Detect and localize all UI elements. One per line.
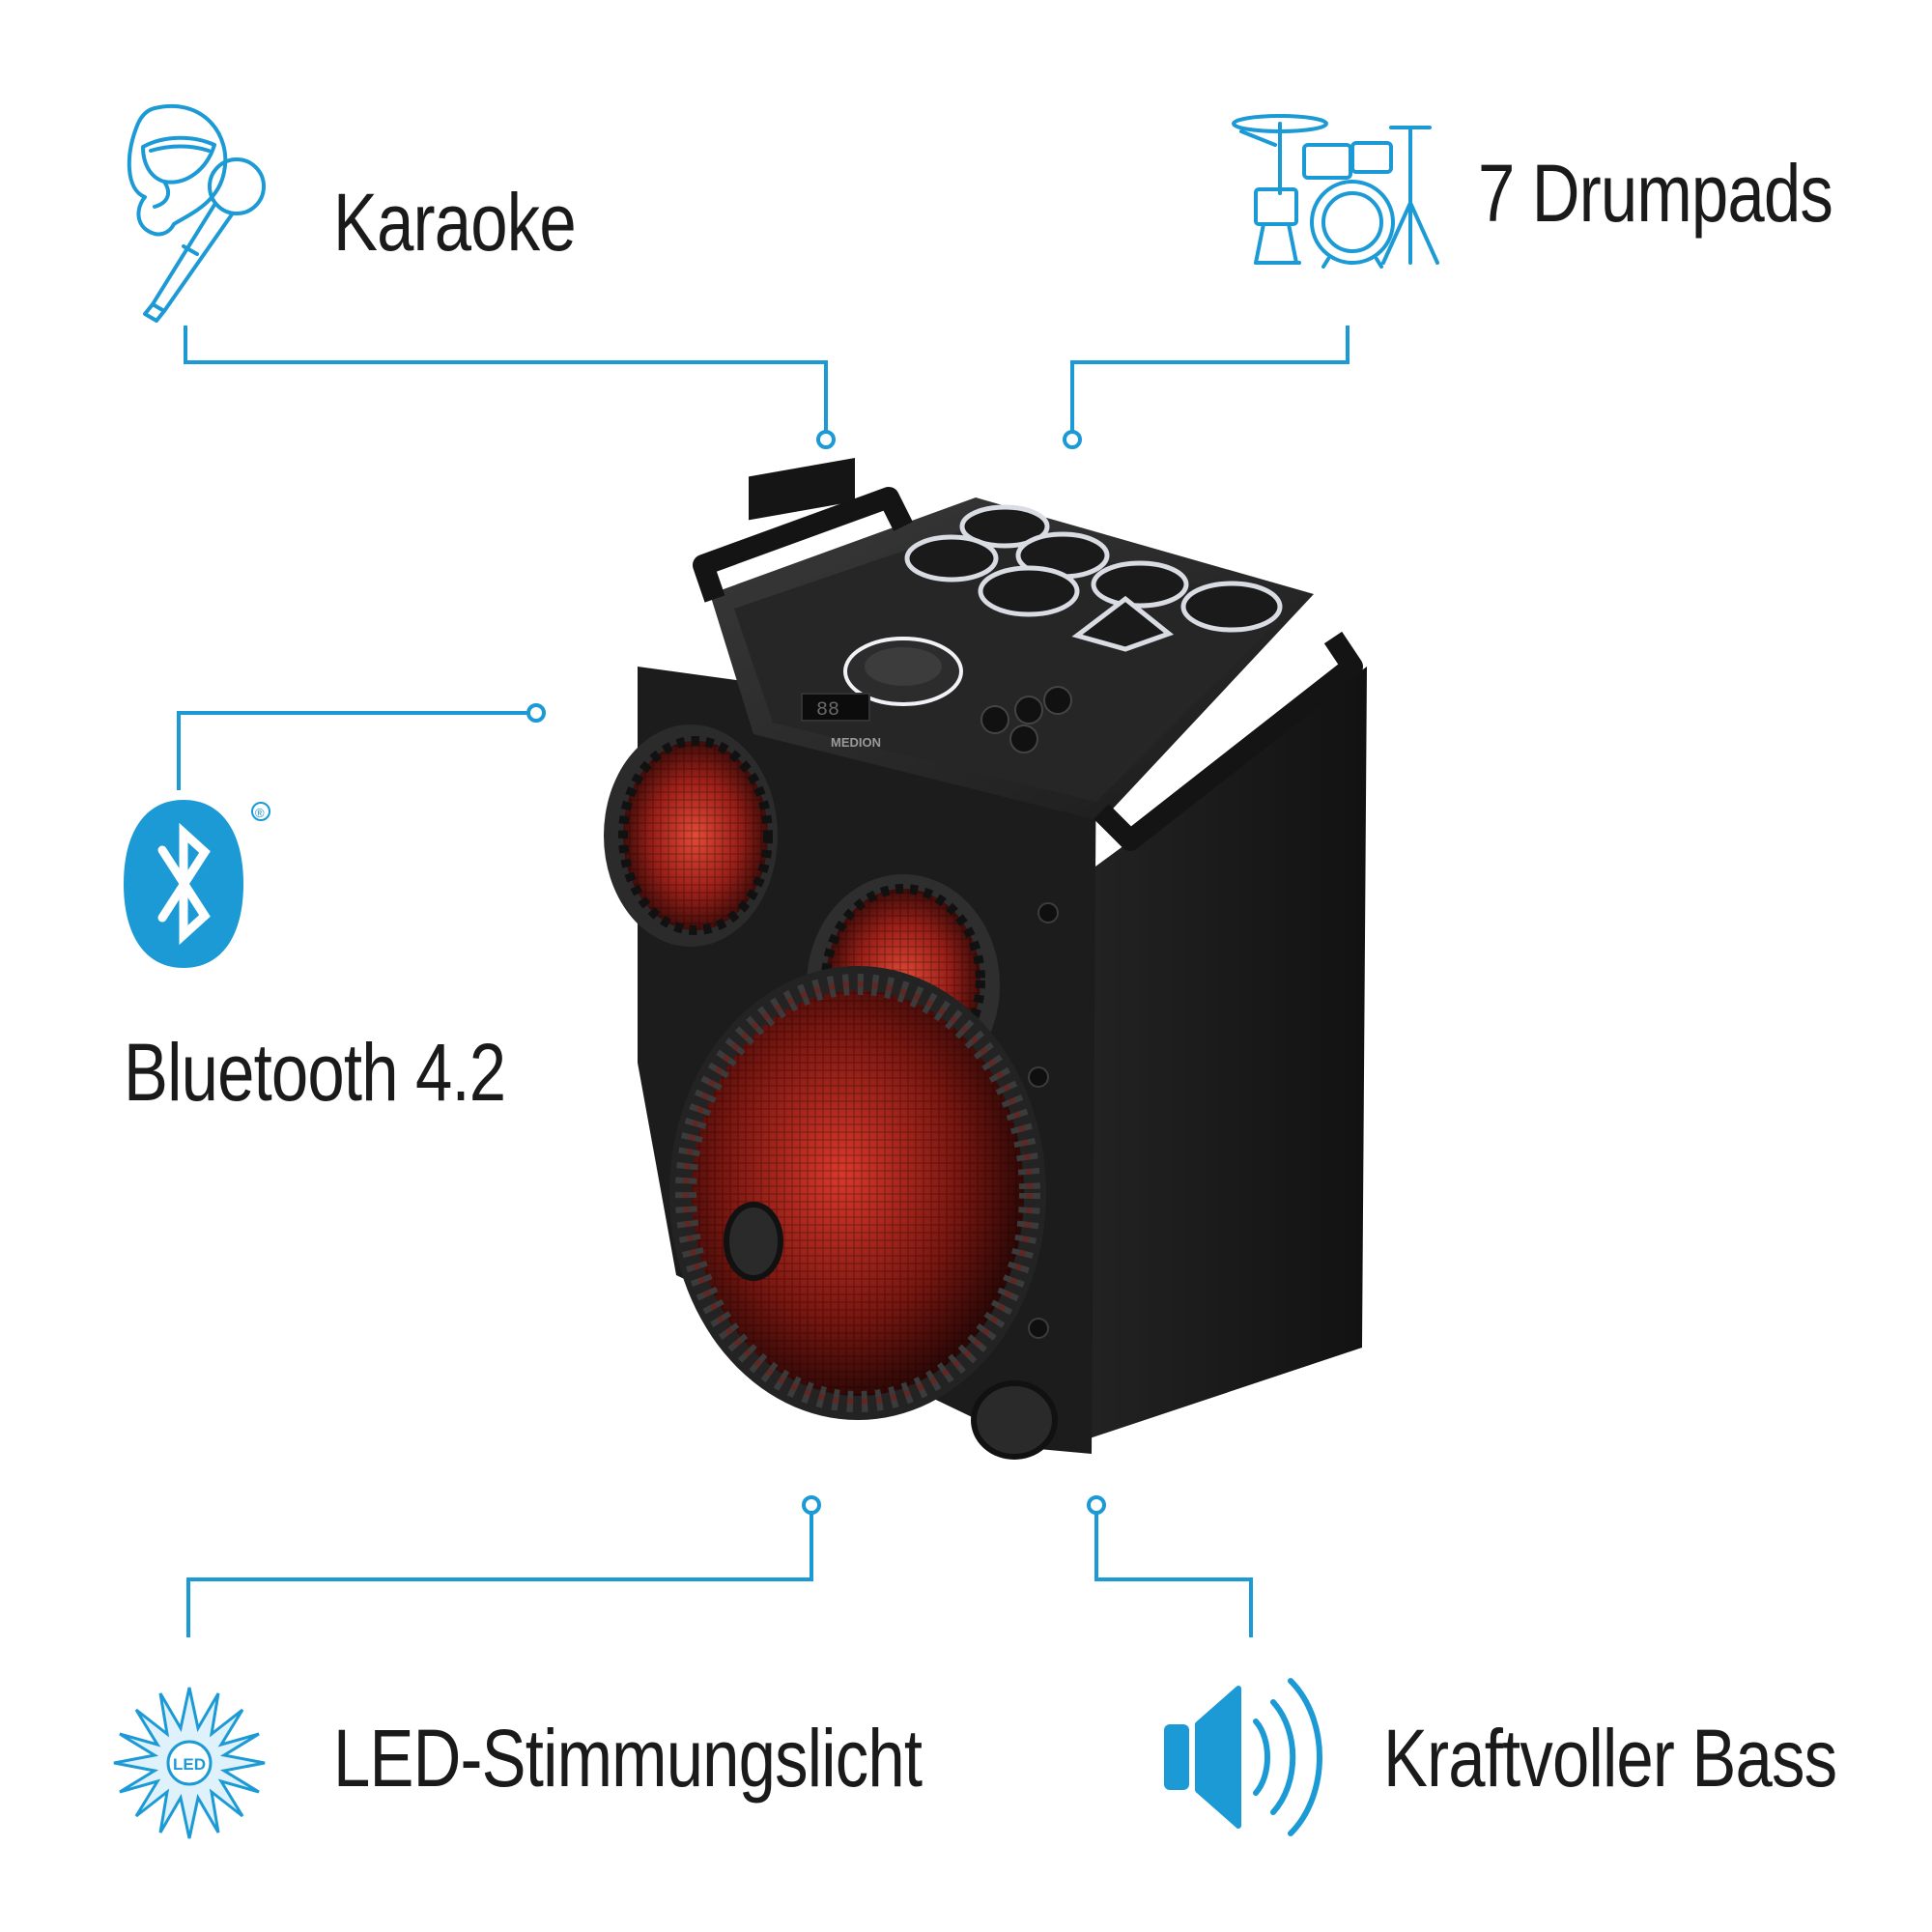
connector-lines xyxy=(177,326,1350,1637)
speaker-display-value: 88 xyxy=(816,699,839,722)
feature-label-bass: Kraftvoller Bass xyxy=(1383,1713,1837,1804)
woofer xyxy=(669,966,1046,1420)
led-light-icon: LED xyxy=(113,1687,266,1839)
feature-label-led: LED-Stimmungslicht xyxy=(333,1713,923,1804)
control-knob xyxy=(1043,686,1072,715)
drum-pad xyxy=(978,565,1080,617)
drum-pad xyxy=(1180,581,1283,633)
control-knob xyxy=(1009,724,1038,753)
control-knob xyxy=(1014,696,1043,724)
connector-karaoke xyxy=(184,326,828,432)
speaker-handle-left xyxy=(693,487,913,603)
feature-label-karaoke: Karaoke xyxy=(333,177,577,268)
drum-pads xyxy=(904,504,1283,652)
led-icon-text: LED xyxy=(173,1755,206,1774)
drum-pad xyxy=(904,534,999,582)
connector-bluetooth xyxy=(177,711,528,790)
connector-dot-karaoke xyxy=(816,430,836,449)
connector-drumpads xyxy=(1070,326,1350,432)
feature-label-drumpads: 7 Drumpads xyxy=(1478,148,1833,239)
drum-pad xyxy=(959,504,1050,549)
connector-led xyxy=(186,1513,813,1637)
tweeter-left xyxy=(604,724,778,947)
speaker-side-panel xyxy=(1058,667,1367,1449)
karaoke-microphone-icon xyxy=(127,104,266,323)
registered-mark: ® xyxy=(255,806,265,820)
feature-label-bluetooth: Bluetooth 4.2 xyxy=(124,1027,506,1118)
drum-pad xyxy=(1071,595,1175,652)
connector-bass xyxy=(1094,1513,1253,1637)
speaker-display xyxy=(801,693,870,722)
speaker-handle-right xyxy=(1094,631,1363,851)
wheel xyxy=(971,1380,1058,1460)
bluetooth-icon xyxy=(124,800,270,968)
control-knob xyxy=(980,705,1009,734)
wheel xyxy=(724,1202,783,1281)
drum-pad xyxy=(1091,560,1189,609)
brand-logo: MEDION xyxy=(831,735,881,750)
connector-dot-bass xyxy=(1087,1495,1106,1515)
connector-dot-drumpads xyxy=(1063,430,1082,449)
speaker-volume-icon xyxy=(1164,1678,1322,1836)
connector-dot-bluetooth xyxy=(526,703,546,723)
drum-kit-icon xyxy=(1232,114,1439,269)
connector-dot-led xyxy=(802,1495,821,1515)
party-speaker-image: 88 MEDION xyxy=(604,457,1367,1460)
